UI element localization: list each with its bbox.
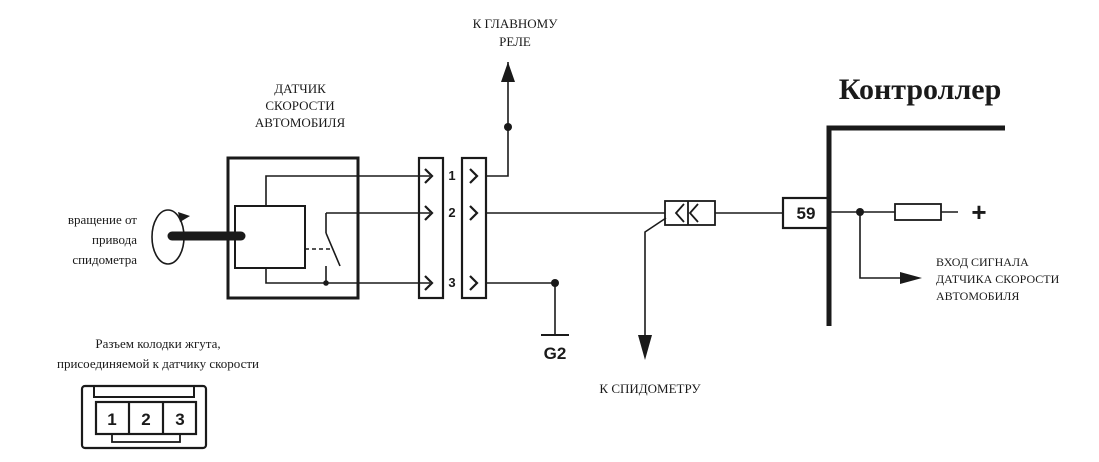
controller-pin-number: 59 — [797, 204, 816, 223]
harness-connector — [80, 384, 208, 450]
rotation-label-line2: привода — [92, 232, 137, 247]
pin-number-3: 3 — [448, 275, 455, 290]
connector-right — [460, 156, 488, 300]
sensor-housing — [226, 156, 360, 300]
wire-ground — [486, 282, 556, 335]
wire-speedometer — [644, 217, 667, 345]
sensor-switch — [305, 213, 341, 286]
junction-dot — [551, 279, 559, 287]
speedometer-label: К СПИДОМЕТРУ — [599, 381, 701, 396]
controller-pin-box — [781, 196, 831, 230]
connector-left — [417, 156, 445, 300]
splice-connector — [664, 200, 716, 226]
wire-main-relay — [486, 62, 509, 177]
supply-plus: + — [971, 197, 986, 227]
harness-pin-3: 3 — [175, 410, 184, 429]
harness-label-line2: присоединяемой к датчику скорости — [57, 356, 259, 371]
controller-boundary — [826, 125, 1005, 326]
sensor-label-line1: ДАТЧИК — [274, 81, 326, 96]
signal-input-wire — [859, 212, 905, 279]
pin-number-1: 1 — [448, 168, 455, 183]
pullup-resistor — [894, 203, 942, 221]
rotation-label-line1: вращение от — [68, 212, 137, 227]
sensor-label-line2: СКОРОСТИ — [265, 98, 334, 113]
signal-input-label-line1: ВХОД СИГНАЛА — [936, 255, 1029, 269]
main-relay-arrow-icon — [501, 62, 515, 82]
wire-pin3 — [265, 268, 430, 284]
speedometer-arrow-icon — [638, 335, 652, 360]
connector-chevrons — [424, 168, 479, 291]
sensor-label-line3: АВТОМОБИЛЯ — [255, 115, 346, 130]
harness-pin-1: 1 — [107, 410, 116, 429]
main-relay-label-line2: РЕЛЕ — [499, 34, 531, 49]
harness-pin-2: 2 — [141, 410, 150, 429]
sensor-element — [234, 205, 306, 269]
pin-number-2: 2 — [448, 205, 455, 220]
junction-dot — [504, 123, 512, 131]
signal-input-label-line2: ДАТЧИКА СКОРОСТИ — [936, 272, 1060, 286]
signal-input-label-line3: АВТОМОБИЛЯ — [936, 289, 1019, 303]
harness-label-line1: Разъем колодки жгута, — [95, 336, 220, 351]
ground-label: G2 — [544, 344, 567, 363]
controller-title: Контроллер — [839, 73, 1002, 106]
rotation-label-line3: спидометра — [72, 252, 137, 267]
wire-pin1 — [265, 175, 430, 206]
main-relay-label-line1: К ГЛАВНОМУ — [473, 16, 559, 31]
signal-input-arrow-icon — [900, 272, 922, 284]
